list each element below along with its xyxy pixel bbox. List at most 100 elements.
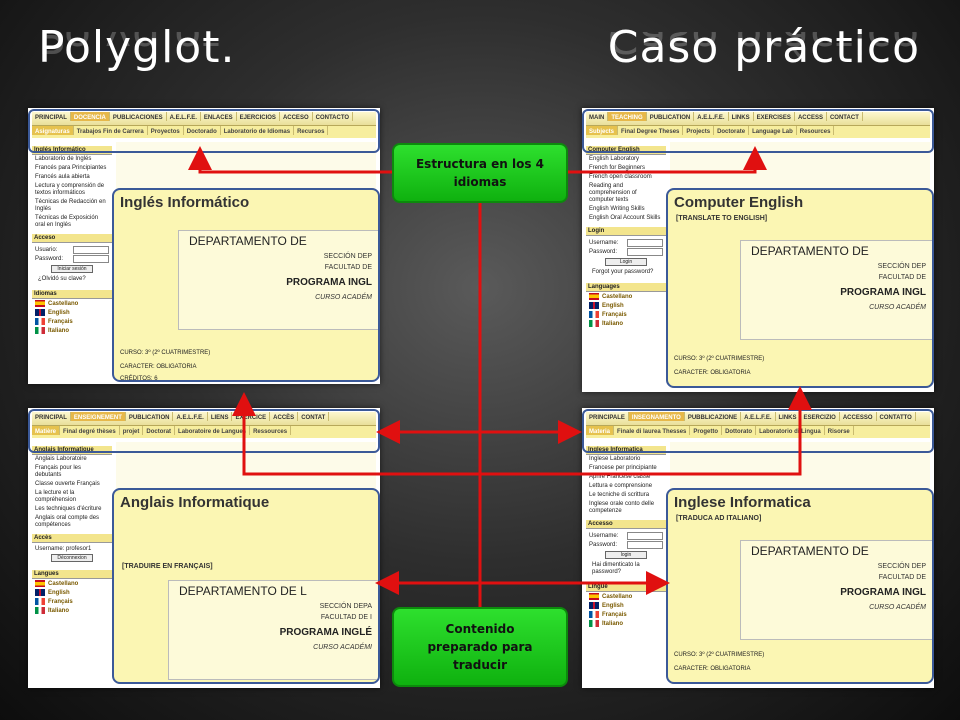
language-link[interactable]: Français	[32, 597, 112, 606]
sub-nav-item[interactable]: Projects	[683, 126, 715, 135]
sidebar-item[interactable]: Les techniques d'écriture	[35, 506, 102, 512]
top-nav-item[interactable]: PUBLICATION	[126, 412, 174, 421]
sub-nav-item[interactable]: Final Degree Theses	[618, 126, 684, 135]
nav-highlight-en	[582, 109, 934, 153]
sub-nav-item[interactable]: Doctorado	[184, 126, 221, 135]
sidebar-item[interactable]: French open classroom	[589, 174, 652, 180]
sidebar-item[interactable]: English Oral Account Skills	[589, 215, 661, 221]
top-nav-item[interactable]: ENSEIGNEMENT	[70, 412, 126, 421]
top-nav-item[interactable]: DOCENCIA	[70, 112, 110, 121]
sidebar-item[interactable]: Anglais Laboratoire	[35, 456, 87, 462]
sidebar-item[interactable]: Inglese Laboratorio	[589, 456, 641, 462]
top-nav-item[interactable]: CONTATTO	[877, 412, 916, 421]
sub-nav-item[interactable]: Proyectos	[148, 126, 184, 135]
sub-nav-item[interactable]: Resources	[797, 126, 835, 135]
forgot-password-link[interactable]: Hai dimenticato la password?	[592, 562, 640, 575]
sidebar-item[interactable]: La lecture et la compréhension	[35, 490, 77, 503]
language-link[interactable]: English	[32, 588, 112, 597]
top-nav-item[interactable]: CONTACT	[827, 112, 863, 121]
sidebar-item[interactable]: Francés para Principiantes	[35, 165, 107, 171]
language-link[interactable]: Français	[586, 610, 666, 619]
faculty-text: FACULTAD DE I	[320, 614, 372, 621]
language-link[interactable]: Français	[32, 317, 112, 326]
sidebar-item[interactable]: Lettura e comprensione	[589, 483, 653, 489]
login-button[interactable]: Login	[605, 258, 647, 266]
sidebar-item[interactable]: Laboratorio de Inglés	[35, 156, 92, 162]
sidebar-item[interactable]: Técnicas de Redacción en Inglés	[35, 199, 106, 212]
sub-nav-item[interactable]: Matière	[32, 426, 61, 435]
username-input[interactable]	[73, 246, 109, 254]
language-link[interactable]: Castellano	[32, 579, 112, 588]
sub-nav-item[interactable]: Doctorate	[714, 126, 750, 135]
top-nav-item[interactable]: LIENS	[208, 412, 233, 421]
sidebar-item[interactable]: French for Beginners	[589, 165, 646, 171]
language-link[interactable]: Français	[586, 310, 666, 319]
top-nav-item[interactable]: A.E.L.F.E.	[694, 112, 729, 121]
sub-nav-item[interactable]: Final degré thèses	[60, 426, 120, 435]
sub-nav-item[interactable]: Doctorat	[143, 426, 176, 435]
sub-nav-item[interactable]: Trabajos Fin de Carrera	[74, 126, 148, 135]
language-label: Italiano	[48, 607, 70, 614]
top-nav-item[interactable]: A.E.L.F.E.	[167, 112, 201, 121]
username-input[interactable]	[627, 239, 663, 247]
top-nav-item[interactable]: LINKS	[729, 112, 754, 121]
sidebar-item[interactable]: Francese per principiante	[589, 465, 657, 471]
sidebar-item[interactable]: Anglais oral compte des compétences	[35, 515, 100, 528]
sidebar-item[interactable]: Le tecniche di scrittura	[589, 492, 650, 498]
top-nav-item[interactable]: MAIN	[586, 112, 609, 121]
sub-nav-item[interactable]: Risorse	[825, 426, 854, 435]
language-link[interactable]: English	[32, 308, 112, 317]
sidebar-item[interactable]: Reading and comprehension of computer te…	[589, 183, 637, 203]
sidebar-item[interactable]: English Laboratory	[589, 156, 640, 162]
sidebar-item[interactable]: Français pour les debutants	[35, 465, 82, 478]
language-link[interactable]: English	[586, 601, 666, 610]
sub-nav-item[interactable]: projet	[120, 426, 144, 435]
login-button[interactable]: login	[605, 551, 647, 559]
top-nav-item[interactable]: ESERCIZIO	[801, 412, 840, 421]
course-heading: Anglais Informatique	[120, 494, 270, 511]
language-link[interactable]: Castellano	[32, 299, 112, 308]
sidebar-item[interactable]: English Writing Skills	[589, 206, 645, 212]
sub-nav-item[interactable]: Asignaturas	[32, 126, 74, 135]
top-nav-item[interactable]: CONTACTO	[313, 112, 354, 121]
login-button[interactable]: Iniciar sesión	[51, 265, 93, 273]
username-label: Username: profesor1	[35, 546, 92, 552]
password-input[interactable]	[73, 255, 109, 263]
sidebar-item[interactable]: Francés aula abierta	[35, 174, 90, 180]
language-link[interactable]: Italiano	[586, 319, 666, 328]
sub-nav-item[interactable]: Subjects	[586, 126, 619, 135]
language-link[interactable]: Castellano	[586, 592, 666, 601]
sub-nav-item[interactable]: Laboratorio de Idiomas	[221, 126, 295, 135]
top-nav-item[interactable]: ENLACES	[201, 112, 237, 121]
sub-nav-item[interactable]: Recursos	[294, 126, 329, 135]
language-link[interactable]: Italiano	[586, 619, 666, 628]
sidebar-item[interactable]: Inglese orale conto delle competenze	[589, 501, 655, 514]
top-nav-item[interactable]: PRINCIPAL	[32, 412, 71, 421]
language-link[interactable]: English	[586, 301, 666, 310]
top-nav-item[interactable]: TEACHING	[608, 112, 647, 121]
password-input[interactable]	[627, 541, 663, 549]
top-nav-item[interactable]: EXERCISES	[754, 112, 795, 121]
sidebar-item[interactable]: Aprire Francese classe	[589, 474, 651, 480]
top-nav-item[interactable]: PUBLICACIONES	[110, 112, 167, 121]
language-link[interactable]: Castellano	[586, 292, 666, 301]
sub-nav-item[interactable]: Language Lab	[749, 126, 797, 135]
top-nav-item[interactable]: ACCESO	[280, 112, 313, 121]
top-nav-item[interactable]: ACCESS	[795, 112, 827, 121]
top-nav-item[interactable]: ACCESSO	[840, 412, 877, 421]
sidebar-item[interactable]: Classe ouverte Français	[35, 481, 100, 487]
password-input[interactable]	[627, 248, 663, 256]
top-nav-item[interactable]: PRINCIPAL	[32, 112, 71, 121]
language-link[interactable]: Italiano	[32, 606, 112, 615]
sidebar-item[interactable]: Lectura y comprensión de textos informát…	[35, 183, 105, 196]
top-nav-item[interactable]: EJERCICIOS	[237, 112, 280, 121]
forgot-password-link[interactable]: Forgot your password?	[592, 269, 654, 275]
top-nav-item[interactable]: PUBLICATION	[647, 112, 695, 121]
username-input[interactable]	[627, 532, 663, 540]
top-nav-item[interactable]: A.E.L.F.E.	[173, 412, 208, 421]
login-button[interactable]: Déconnexion	[51, 554, 93, 562]
sidebar-item[interactable]: Técnicas de Exposición oral en Inglés	[35, 215, 99, 228]
program-text: PROGRAMA INGLÉ	[279, 627, 372, 638]
forgot-password-link[interactable]: ¿Olvidó su clave?	[38, 276, 86, 282]
language-link[interactable]: Italiano	[32, 326, 112, 335]
